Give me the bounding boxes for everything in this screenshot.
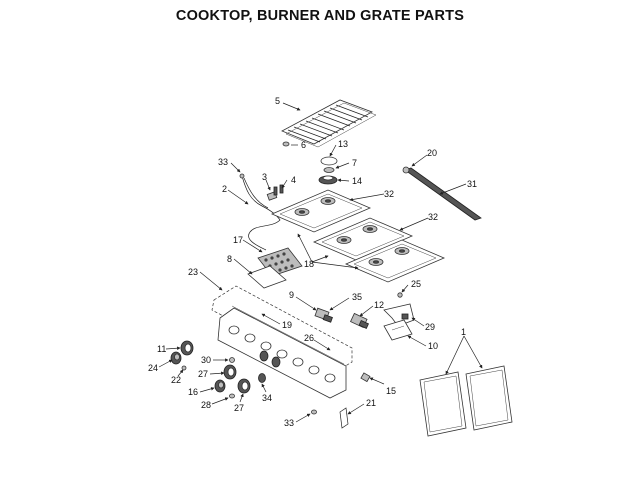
callout-22: 22 bbox=[171, 375, 181, 385]
knob-22 bbox=[181, 365, 187, 371]
callout-32-lower: 32 bbox=[428, 212, 438, 222]
callout-3: 3 bbox=[262, 172, 267, 182]
leader-lines bbox=[158, 102, 483, 423]
callout-33-bottom: 33 bbox=[284, 418, 294, 428]
control-panel-part bbox=[211, 285, 353, 399]
callout-21: 21 bbox=[366, 398, 376, 408]
igniter-wiring-part bbox=[239, 173, 284, 251]
callout-24: 24 bbox=[148, 363, 158, 373]
burner-box-right bbox=[344, 239, 446, 283]
side-panel-right bbox=[465, 365, 513, 431]
callout-4: 4 bbox=[291, 175, 296, 185]
callout-1: 1 bbox=[461, 327, 466, 337]
callout-6: 6 bbox=[301, 140, 306, 150]
callout-10: 10 bbox=[428, 341, 438, 351]
switch-assembly-part bbox=[314, 307, 370, 329]
callout-31: 31 bbox=[467, 179, 477, 189]
callout-34: 34 bbox=[262, 393, 272, 403]
callout-12: 12 bbox=[374, 300, 384, 310]
callout-15: 15 bbox=[386, 386, 396, 396]
callout-28: 28 bbox=[201, 400, 211, 410]
callout-20: 20 bbox=[427, 148, 437, 158]
callout-27-right: 27 bbox=[234, 403, 244, 413]
callout-11: 11 bbox=[157, 344, 166, 354]
callout-19: 19 bbox=[282, 320, 292, 330]
callout-9: 9 bbox=[289, 290, 294, 300]
knob-34 bbox=[258, 373, 266, 383]
plate-part-8 bbox=[247, 265, 287, 289]
bracket-part-10 bbox=[383, 319, 413, 341]
callout-35: 35 bbox=[352, 292, 362, 302]
knob-11 bbox=[180, 340, 194, 356]
knob-30 bbox=[229, 350, 281, 368]
callout-30: 30 bbox=[201, 355, 211, 365]
callout-32-upper: 32 bbox=[384, 189, 394, 199]
callout-33-top: 33 bbox=[218, 157, 228, 167]
callout-26: 26 bbox=[304, 333, 314, 343]
callout-5: 5 bbox=[275, 96, 280, 106]
knob-16 bbox=[214, 379, 226, 393]
knob-28 bbox=[229, 393, 235, 399]
burner-grate-part bbox=[281, 99, 377, 148]
callout-2: 2 bbox=[222, 184, 227, 194]
callout-labels: 5 6 13 7 14 20 31 33 3 4 2 32 32 17 8 18… bbox=[148, 96, 477, 428]
knob-24 bbox=[170, 351, 182, 365]
knob-27a bbox=[223, 364, 237, 380]
callout-27-left: 27 bbox=[198, 369, 208, 379]
burner-cap-assembly bbox=[318, 156, 338, 185]
burner-box-left bbox=[270, 189, 372, 233]
callout-8: 8 bbox=[227, 254, 232, 264]
side-panel-left bbox=[419, 371, 467, 437]
clip-part-15 bbox=[360, 372, 371, 383]
callout-14: 14 bbox=[352, 176, 362, 186]
callout-25: 25 bbox=[411, 279, 421, 289]
callout-18: 18 bbox=[304, 259, 314, 269]
callout-23: 23 bbox=[188, 267, 198, 277]
callout-13: 13 bbox=[338, 139, 348, 149]
clip-part-21 bbox=[339, 407, 349, 429]
bracket-part-29 bbox=[383, 292, 415, 327]
callout-7: 7 bbox=[352, 158, 357, 168]
diagram-title: COOKTOP, BURNER AND GRATE PARTS bbox=[175, 8, 465, 24]
screw-part-6 bbox=[282, 141, 290, 147]
screw-part-33 bbox=[311, 409, 317, 415]
callout-17: 17 bbox=[233, 235, 243, 245]
callout-29: 29 bbox=[425, 322, 435, 332]
callout-16: 16 bbox=[188, 387, 198, 397]
knob-27b bbox=[237, 378, 251, 394]
burner-box-middle bbox=[312, 217, 414, 261]
